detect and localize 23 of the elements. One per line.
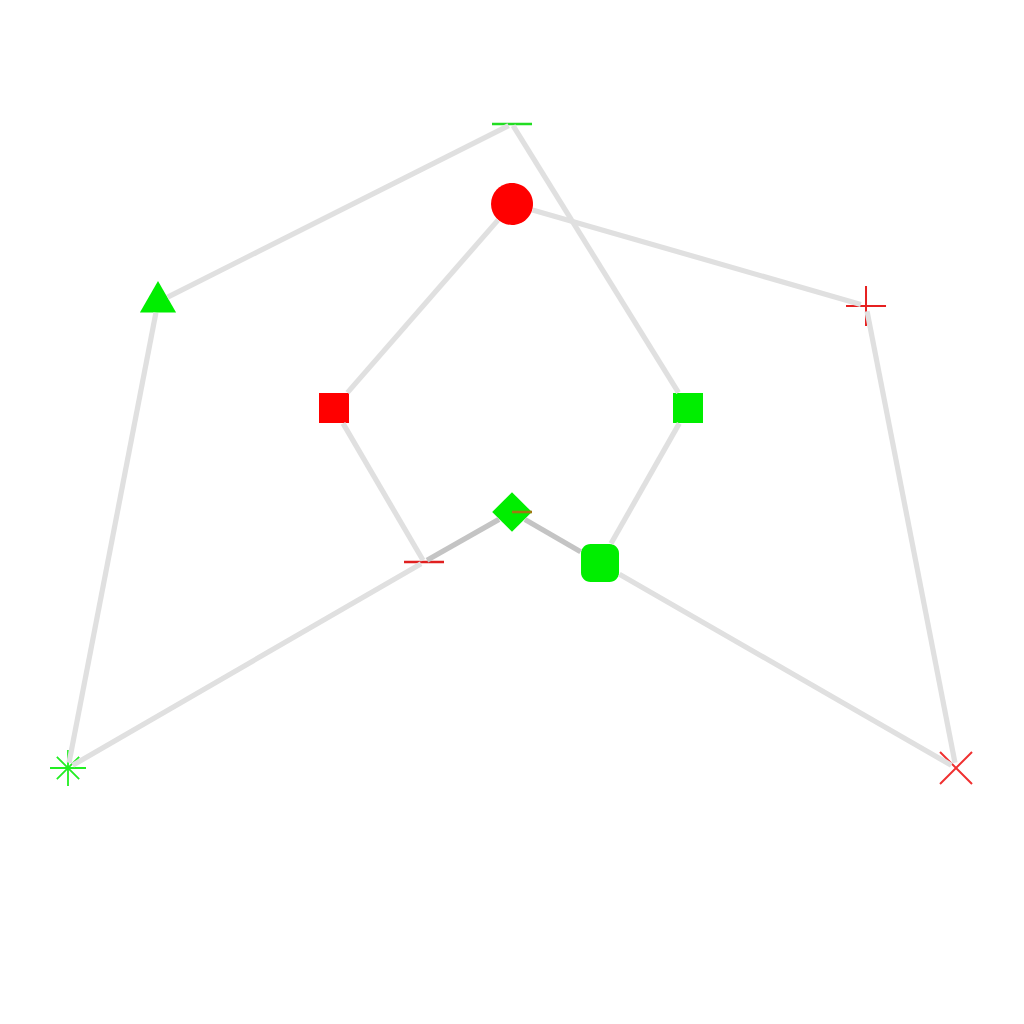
connector-line (66, 312, 159, 764)
connector-line (340, 422, 426, 562)
connector-line (345, 218, 500, 395)
dash-marker (492, 122, 532, 126)
plus-marker (845, 285, 887, 327)
circle-marker (491, 183, 533, 225)
connector-line (618, 571, 953, 768)
asterisk-marker (49, 749, 87, 787)
connector-line (510, 124, 681, 394)
connector-line (523, 517, 582, 554)
square-marker (319, 393, 349, 423)
dash-marker (404, 560, 444, 564)
diamond-marker (492, 492, 532, 532)
connector-line (166, 123, 510, 300)
triangle-marker (139, 281, 177, 313)
connector-line (425, 517, 501, 563)
connector-line (608, 422, 682, 545)
square-marker (673, 393, 703, 423)
connector-line (864, 310, 958, 764)
dash-marker (512, 510, 532, 514)
connector-line (531, 207, 862, 307)
cross-marker (939, 751, 973, 785)
connector-line (71, 561, 423, 768)
